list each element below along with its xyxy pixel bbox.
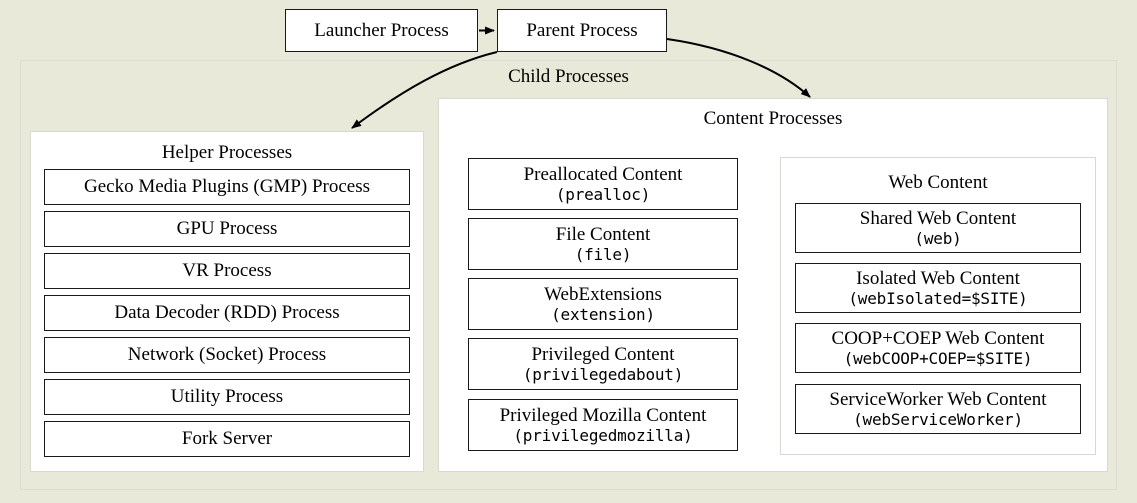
node-code-label: (file)	[574, 244, 632, 264]
node-label: Network (Socket) Process	[127, 344, 327, 366]
helper-processes-title: Helper Processes	[161, 142, 293, 163]
node-code-label: (privilegedabout)	[522, 364, 684, 384]
node-vr-process[interactable]: VR Process	[44, 253, 410, 289]
node-code-label: (web)	[914, 228, 962, 248]
node-webextensions[interactable]: WebExtensions (extension)	[468, 278, 738, 330]
child-processes-title: Child Processes	[508, 66, 629, 87]
node-utility-process[interactable]: Utility Process	[44, 379, 410, 415]
node-serviceworker-web-content[interactable]: ServiceWorker Web Content (webServiceWor…	[795, 384, 1081, 434]
node-fork-server[interactable]: Fork Server	[44, 421, 410, 457]
node-shared-web-content[interactable]: Shared Web Content (web)	[795, 203, 1081, 253]
node-isolated-web-content[interactable]: Isolated Web Content (webIsolated=$SITE)	[795, 263, 1081, 313]
node-preallocated-content[interactable]: Preallocated Content (prealloc)	[468, 158, 738, 210]
node-code-label: (webServiceWorker)	[853, 409, 1023, 429]
node-label: Shared Web Content	[859, 208, 1017, 230]
node-code-label: (webCOOP+COEP=$SITE)	[843, 348, 1033, 368]
node-privileged-mozilla-content[interactable]: Privileged Mozilla Content (privilegedmo…	[468, 399, 738, 451]
node-label: Preallocated Content	[523, 164, 683, 186]
node-label: Launcher Process	[314, 19, 449, 41]
node-label: COOP+COEP Web Content	[831, 328, 1045, 350]
node-launcher-process[interactable]: Launcher Process	[285, 9, 478, 52]
node-label: Parent Process	[526, 19, 638, 41]
node-label: GPU Process	[176, 218, 278, 240]
node-label: VR Process	[182, 260, 272, 282]
node-label: ServiceWorker Web Content	[829, 389, 1047, 411]
node-network-socket-process[interactable]: Network (Socket) Process	[44, 337, 410, 373]
node-gecko-media-plugins-process[interactable]: Gecko Media Plugins (GMP) Process	[44, 169, 410, 205]
node-label: Privileged Mozilla Content	[499, 405, 707, 427]
node-label: Isolated Web Content	[856, 268, 1020, 290]
node-code-label: (webIsolated=$SITE)	[848, 288, 1028, 308]
node-file-content[interactable]: File Content (file)	[468, 218, 738, 270]
node-code-label: (prealloc)	[555, 184, 651, 204]
node-code-label: (extension)	[551, 304, 655, 324]
node-label: WebExtensions	[544, 284, 662, 306]
node-label: Privileged Content	[531, 344, 675, 366]
content-processes-title: Content Processes	[703, 108, 843, 129]
node-label: Data Decoder (RDD) Process	[114, 302, 340, 324]
node-code-label: (privilegedmozilla)	[513, 425, 693, 445]
node-label: Gecko Media Plugins (GMP) Process	[83, 176, 371, 198]
node-privileged-content[interactable]: Privileged Content (privilegedabout)	[468, 338, 738, 390]
node-label: Utility Process	[170, 386, 284, 408]
node-coop-coep-web-content[interactable]: COOP+COEP Web Content (webCOOP+COEP=$SIT…	[795, 323, 1081, 373]
node-gpu-process[interactable]: GPU Process	[44, 211, 410, 247]
node-label: File Content	[555, 224, 651, 246]
node-label: Fork Server	[181, 428, 273, 450]
web-content-title: Web Content	[888, 172, 988, 193]
node-data-decoder-rdd-process[interactable]: Data Decoder (RDD) Process	[44, 295, 410, 331]
node-parent-process[interactable]: Parent Process	[497, 9, 667, 52]
